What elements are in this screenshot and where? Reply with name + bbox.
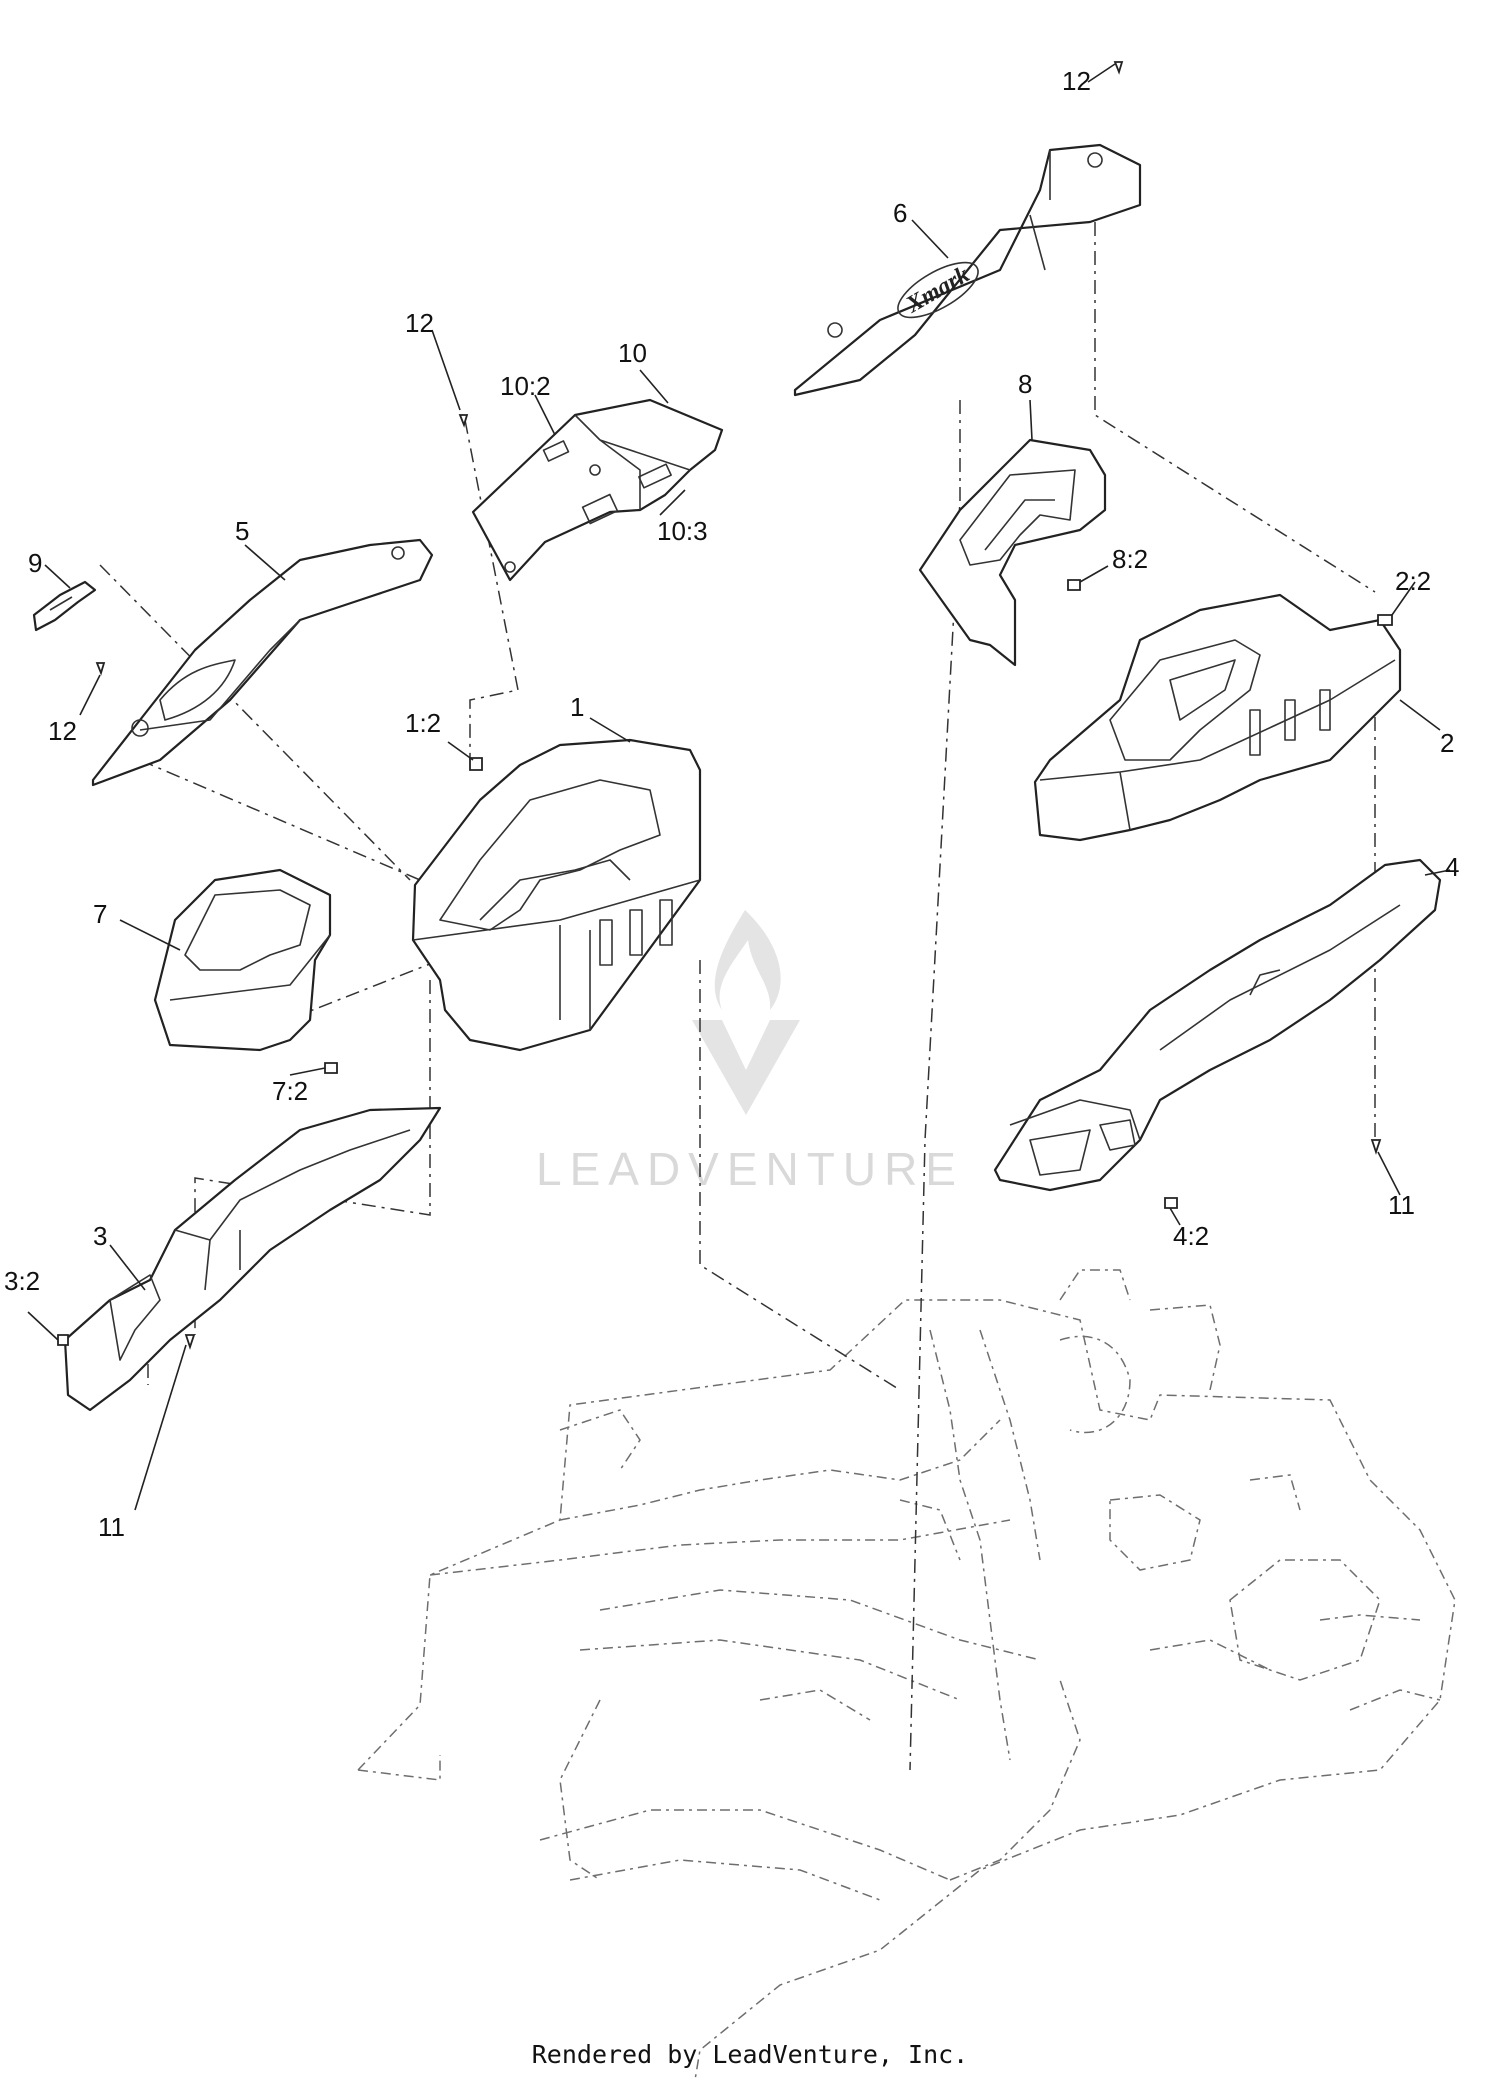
- callout-5: 5: [235, 516, 249, 546]
- callout-11: 11: [1388, 1190, 1415, 1220]
- part-7-left-console: [153, 868, 338, 1074]
- callout-12: 12: [405, 308, 434, 338]
- mower-frame: [357, 1269, 1456, 2081]
- callout-4: 4: [1445, 852, 1459, 882]
- part-5-left-panel: [91, 538, 434, 787]
- nut-8-2: [1067, 579, 1081, 591]
- callout-1: 1: [570, 692, 584, 722]
- screw-12-left: [95, 662, 106, 676]
- part-4-right-lower-panel: [993, 858, 1442, 1209]
- callout-3: 3: [93, 1221, 107, 1251]
- nut-7-2: [324, 1062, 338, 1074]
- callout-2-2: 2:2: [1395, 566, 1431, 596]
- callout-7: 7: [93, 899, 107, 929]
- flame-logo-icon: [714, 910, 781, 1010]
- callout-10: 10: [618, 338, 647, 368]
- callout-10-2: 10:2: [500, 371, 551, 401]
- callout-12: 12: [1062, 66, 1091, 96]
- callout-3-2: 3:2: [4, 1266, 40, 1296]
- callout-10-3: 10:3: [657, 516, 708, 546]
- callout-9: 9: [28, 548, 42, 578]
- nut-4-2: [1164, 1197, 1178, 1209]
- part-1-left-pod: [411, 738, 702, 1052]
- callout-2: 2: [1440, 728, 1454, 758]
- screw-12-plate: [458, 414, 469, 428]
- callout-1-2: 1:2: [405, 708, 441, 738]
- part-6-upper-panel: Xmark: [793, 61, 1142, 397]
- callout-8: 8: [1018, 369, 1032, 399]
- callout-12: 12: [48, 716, 77, 746]
- callout-4-2: 4:2: [1173, 1221, 1209, 1251]
- callout-11: 11: [98, 1512, 125, 1542]
- part-9-decal: [32, 580, 97, 632]
- part-3-left-lower-panel: [57, 1106, 442, 1412]
- callout-8-2: 8:2: [1112, 544, 1148, 574]
- screw-12-top: [1113, 61, 1124, 75]
- part-2-right-pod: [1033, 593, 1402, 842]
- callout-labels: 12 6 12 10 10:2 10:3 8 8:2 2:2 2 9 5 12 …: [4, 66, 1459, 1542]
- screw-11-right: [1370, 1139, 1382, 1155]
- part-8-right-console: [918, 438, 1107, 667]
- leader-lines: [27, 63, 1451, 1511]
- callout-6: 6: [893, 198, 907, 228]
- callout-7-2: 7:2: [272, 1076, 308, 1106]
- nut-2-2: [1377, 614, 1393, 626]
- watermark-text: LEADVENTURE: [536, 1143, 964, 1195]
- nut-1-2: [469, 757, 483, 771]
- watermark: LEADVENTURE: [536, 910, 964, 1195]
- screw-11-left: [184, 1334, 196, 1350]
- screw-3-2: [57, 1334, 69, 1346]
- part-10-control-plate: [458, 398, 724, 582]
- chevron-logo-icon: [692, 1020, 800, 1115]
- footer-credit: Rendered by LeadVenture, Inc.: [531, 2040, 969, 2069]
